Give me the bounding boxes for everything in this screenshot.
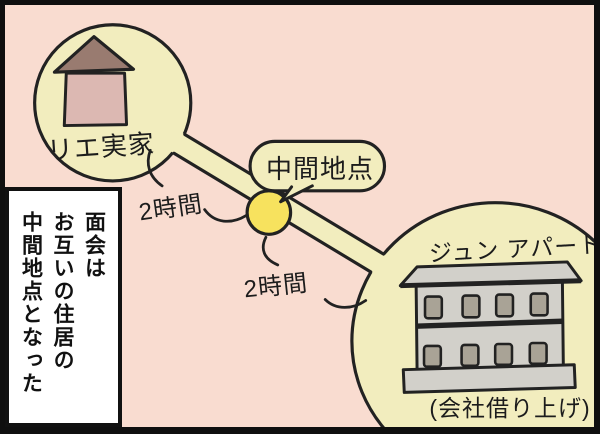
apartment-sublabel: (会社借り上げ) [429, 395, 591, 421]
pointer-stroke-home [146, 148, 164, 188]
midpoint-speech-bubble [248, 139, 387, 204]
map-scene: リエ実家 中間地点 2時間 2時間 ジュン アパート (会社借り上げ) 面会は … [5, 5, 594, 427]
apartment-windows [422, 292, 549, 368]
pointer-strokes [146, 148, 368, 309]
pointer-stroke-to-midpoint-upper [203, 208, 248, 223]
midpoint-bubble-label: 中間地点 [265, 154, 374, 184]
house-icon [52, 35, 136, 128]
apartment-building-icon [398, 260, 583, 394]
narration-text: 面会は お互いの住居の 中間地点となった [19, 211, 106, 395]
narration-box: 面会は お互いの住居の 中間地点となった [5, 187, 122, 427]
map-illustration [33, 23, 594, 427]
pointer-stroke-to-apartment [323, 298, 368, 309]
pointer-stroke-midpoint-lower [261, 235, 280, 267]
